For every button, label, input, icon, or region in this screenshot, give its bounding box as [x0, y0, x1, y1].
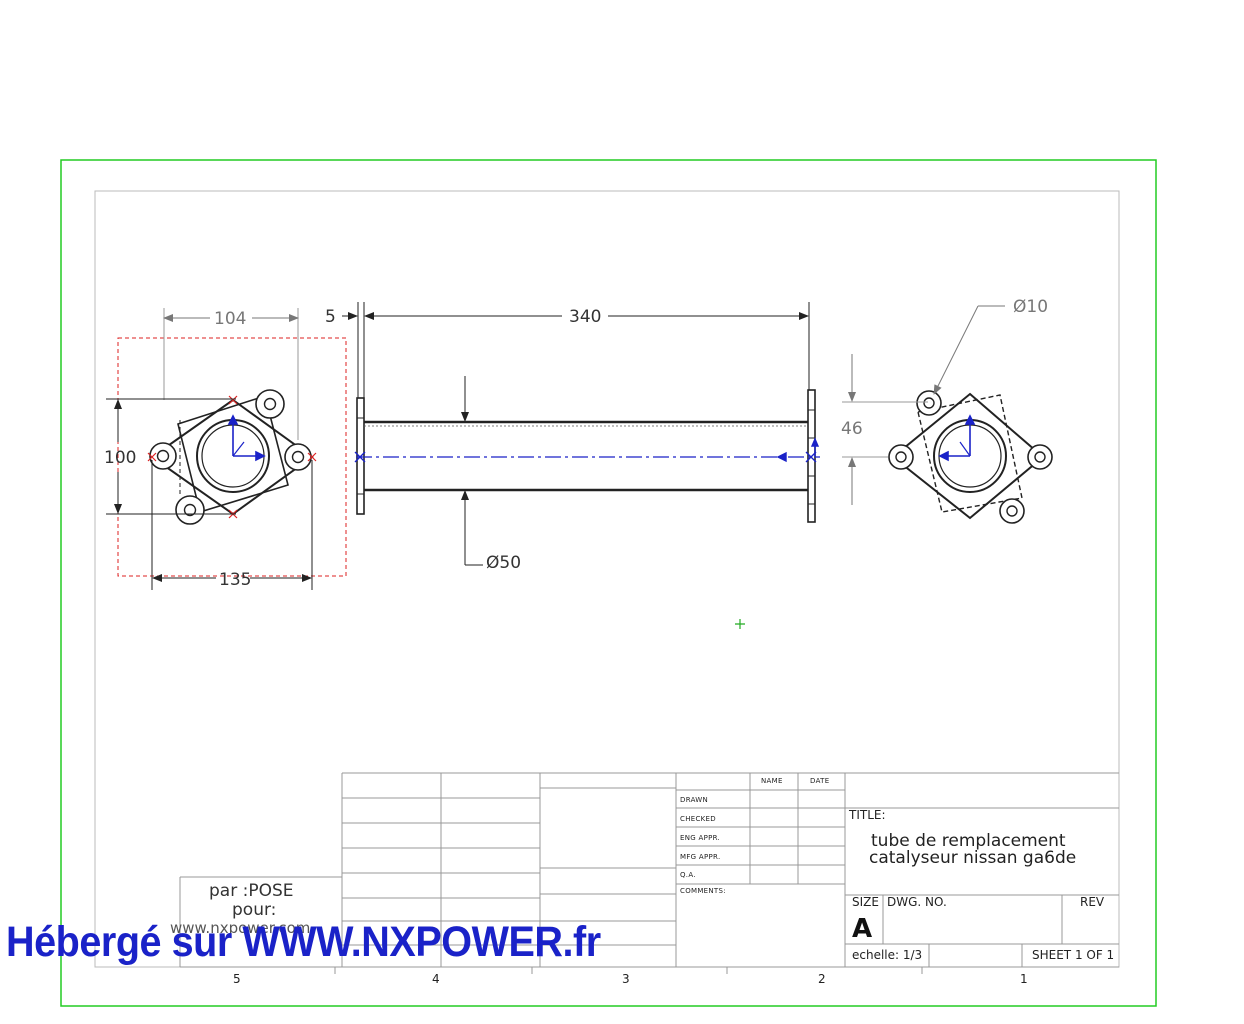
row-mfg-appr: MFG APPR.	[680, 853, 721, 861]
sketch-rectangle	[117, 337, 347, 577]
dim-104: 104	[214, 309, 246, 329]
hosting-watermark: Hébergé sur WWW.NXPOWER.fr	[6, 918, 601, 966]
author-line-1: par :POSE	[209, 881, 294, 901]
zone-3: 3	[622, 972, 630, 986]
left-flange-view: 104 100 135	[104, 308, 347, 590]
dwg-no-label: DWG. NO.	[887, 895, 947, 909]
title-line-2: catalyseur nissan ga6de	[869, 848, 1076, 868]
size-value: A	[852, 914, 872, 944]
row-checked: CHECKED	[680, 815, 716, 823]
title-label: TITLE:	[848, 808, 886, 822]
dim-340: 340	[569, 307, 601, 327]
author-line-2: pour:	[232, 900, 276, 920]
scale-label: echelle: 1/3	[852, 948, 922, 962]
dim-diameter-10: Ø10	[1013, 297, 1048, 317]
row-comments: COMMENTS:	[680, 887, 726, 895]
row-drawn: DRAWN	[680, 796, 708, 804]
flange-outline-right	[891, 392, 1045, 520]
sheet-label: SHEET 1 OF 1	[1032, 948, 1114, 962]
rev-label: REV	[1080, 895, 1105, 909]
dim-46: 46	[841, 419, 863, 439]
sheet-frame	[60, 159, 1157, 1007]
dim-100: 100	[104, 448, 136, 468]
size-label: SIZE	[852, 895, 879, 909]
author-line-3: www.nxpower.com	[170, 919, 310, 937]
zone-2: 2	[818, 972, 826, 986]
flange-square	[177, 394, 289, 514]
tube-side-view: 5 340 Ø50	[325, 302, 820, 573]
right-flange-view: Ø10 46	[841, 297, 1053, 524]
zone-5: 5	[233, 972, 241, 986]
title-line-1: tube de remplacement	[871, 831, 1066, 851]
date-header: DATE	[810, 777, 829, 785]
name-header: NAME	[761, 777, 783, 785]
dim-135: 135	[219, 570, 251, 590]
row-eng-appr: ENG APPR.	[680, 834, 720, 842]
origin-mark	[735, 619, 745, 629]
dim-diameter-50: Ø50	[486, 553, 521, 573]
zone-4: 4	[432, 972, 440, 986]
title-block	[179, 772, 1119, 974]
dim-5: 5	[325, 307, 336, 327]
row-qa: Q.A.	[680, 871, 696, 879]
zone-1: 1	[1020, 972, 1028, 986]
